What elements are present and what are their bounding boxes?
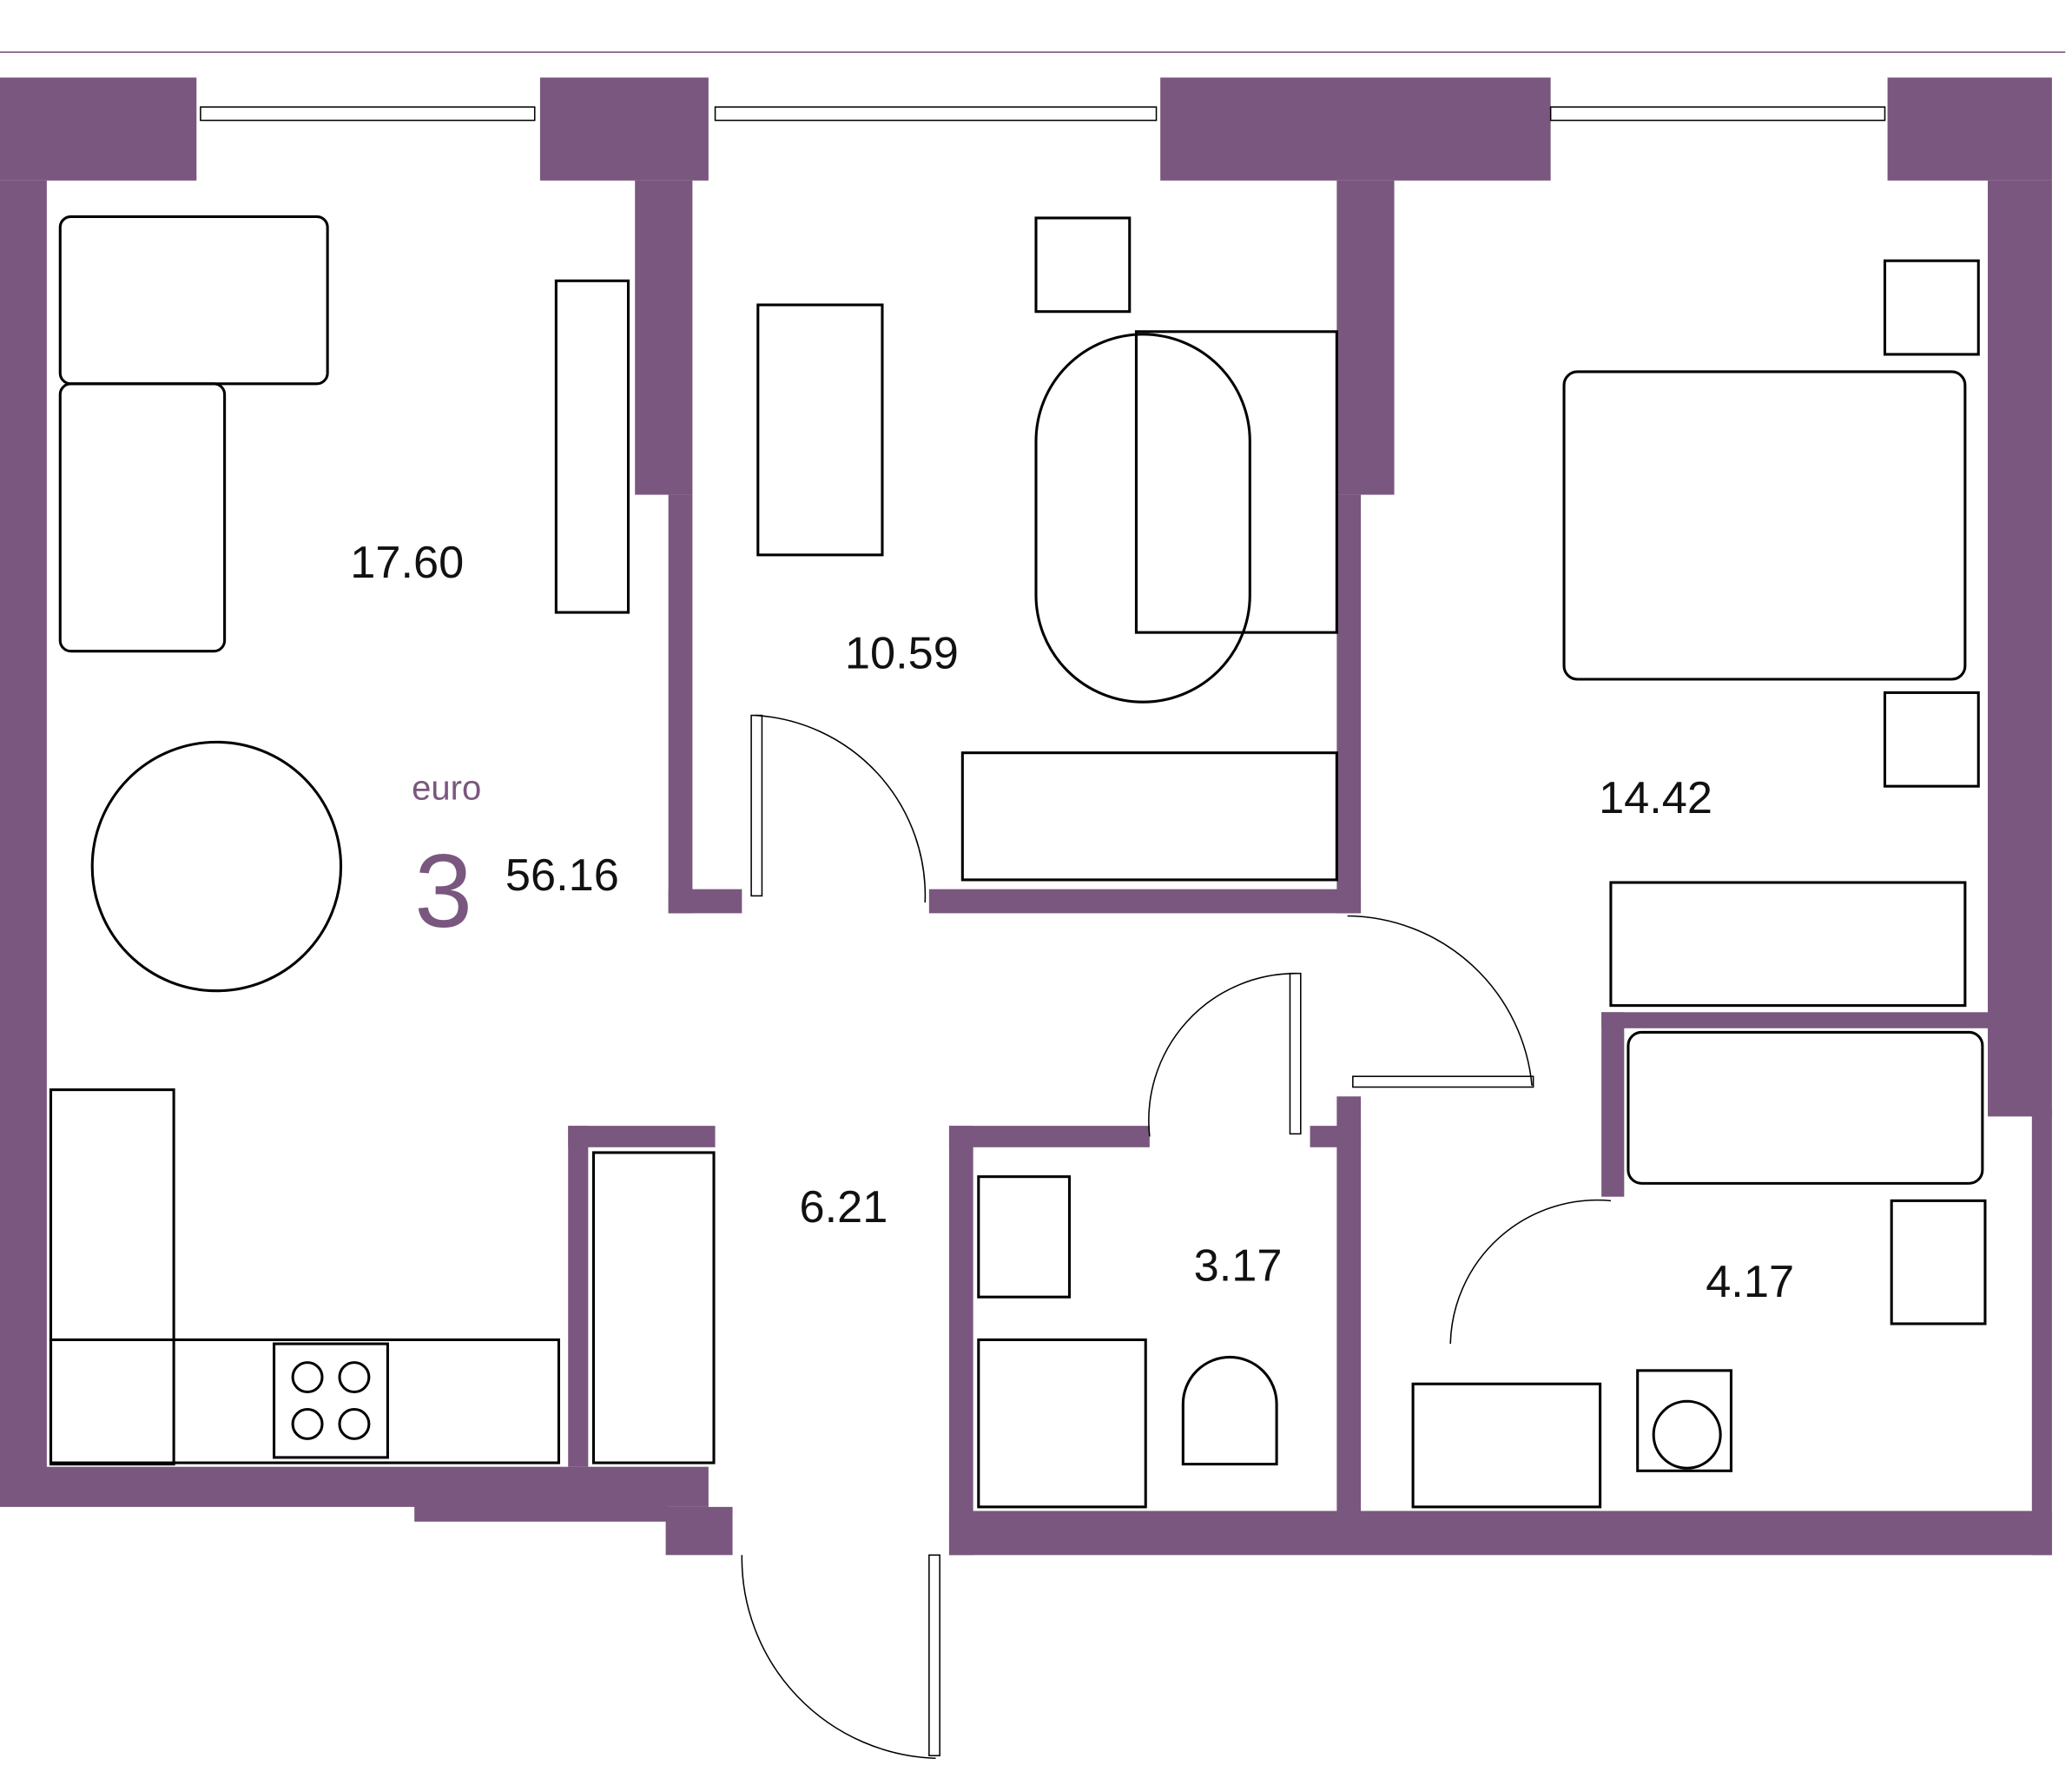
bathtub bbox=[1627, 1030, 1984, 1185]
room-area-living: 17.60 bbox=[350, 538, 464, 588]
sofa bbox=[58, 215, 329, 386]
wardrobe-2 bbox=[1609, 881, 1967, 1008]
tv-stand bbox=[554, 279, 630, 614]
room-area-bedroom-2: 14.42 bbox=[1599, 773, 1712, 823]
room-area-bathroom-2: 4.17 bbox=[1706, 1257, 1794, 1307]
shower bbox=[977, 1338, 1147, 1509]
windows bbox=[200, 106, 1886, 122]
rooms-count: 3 bbox=[414, 833, 472, 949]
wardrobe-hall bbox=[591, 1151, 716, 1464]
stove bbox=[273, 1342, 389, 1459]
room-area-hallway: 6.21 bbox=[800, 1182, 888, 1233]
kitchen-counter bbox=[49, 1088, 175, 1466]
walls bbox=[0, 77, 2052, 1556]
doors bbox=[741, 714, 1611, 1760]
plan-type-label: euro bbox=[412, 770, 481, 808]
dining-table bbox=[90, 740, 343, 993]
desk bbox=[756, 303, 884, 557]
wardrobe-1 bbox=[960, 751, 1338, 882]
wardrobe-3 bbox=[1411, 1382, 1602, 1509]
total-area: 56.16 bbox=[505, 850, 619, 901]
room-area-bathroom-1: 3.17 bbox=[1194, 1241, 1283, 1292]
sink-1 bbox=[977, 1175, 1072, 1299]
room-area-bedroom-1: 10.59 bbox=[845, 629, 959, 679]
bed-2 bbox=[1562, 370, 1967, 681]
bed-1 bbox=[1134, 330, 1338, 634]
sink-2 bbox=[1890, 1199, 1987, 1325]
toilet-1 bbox=[1181, 1355, 1278, 1466]
furniture bbox=[49, 215, 1987, 1509]
washing-machine bbox=[1636, 1369, 1733, 1472]
room-labels: 17.60 10.59 14.42 6.21 3.17 4.17 bbox=[350, 538, 1794, 1307]
